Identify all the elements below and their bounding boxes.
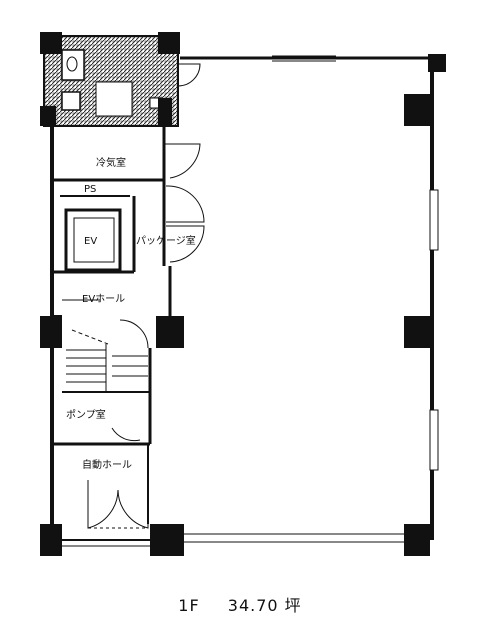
column-right-upper [404, 94, 430, 126]
column-bottom-right [404, 524, 430, 556]
label-pump-room: ポンプ室 [66, 408, 106, 421]
column-hatch-corner [158, 98, 172, 126]
window-right-lower [429, 409, 439, 471]
toilet-room [61, 49, 85, 81]
stairs [66, 329, 148, 392]
floor-label: 1F [178, 596, 200, 615]
elevator-car [73, 217, 115, 263]
label-entrance: 冷気室 [96, 156, 126, 169]
column-core-mid [156, 316, 184, 348]
column-bottom-core [150, 524, 184, 556]
label-elevator: EV [84, 236, 97, 247]
label-elevator-hall: EVホール [82, 293, 125, 305]
label-hall: 自動ホール [82, 458, 132, 471]
column-top-left [40, 32, 62, 54]
label-storage: パッケージ室 [136, 234, 196, 247]
column-mid-block [40, 106, 56, 126]
label-pipe-space: PS [84, 184, 96, 195]
column-top-mid [158, 32, 180, 54]
sink-fixture [61, 91, 81, 111]
area-label: 34.70 坪 [227, 596, 302, 615]
floor-caption: 1F 34.70 坪 [0, 592, 480, 616]
elevator-shaft [64, 208, 122, 272]
wash-area [95, 81, 133, 117]
window-right-upper [429, 189, 439, 251]
toilet-fixture [66, 56, 78, 72]
column-right-mid [404, 316, 430, 348]
doors [62, 63, 205, 529]
